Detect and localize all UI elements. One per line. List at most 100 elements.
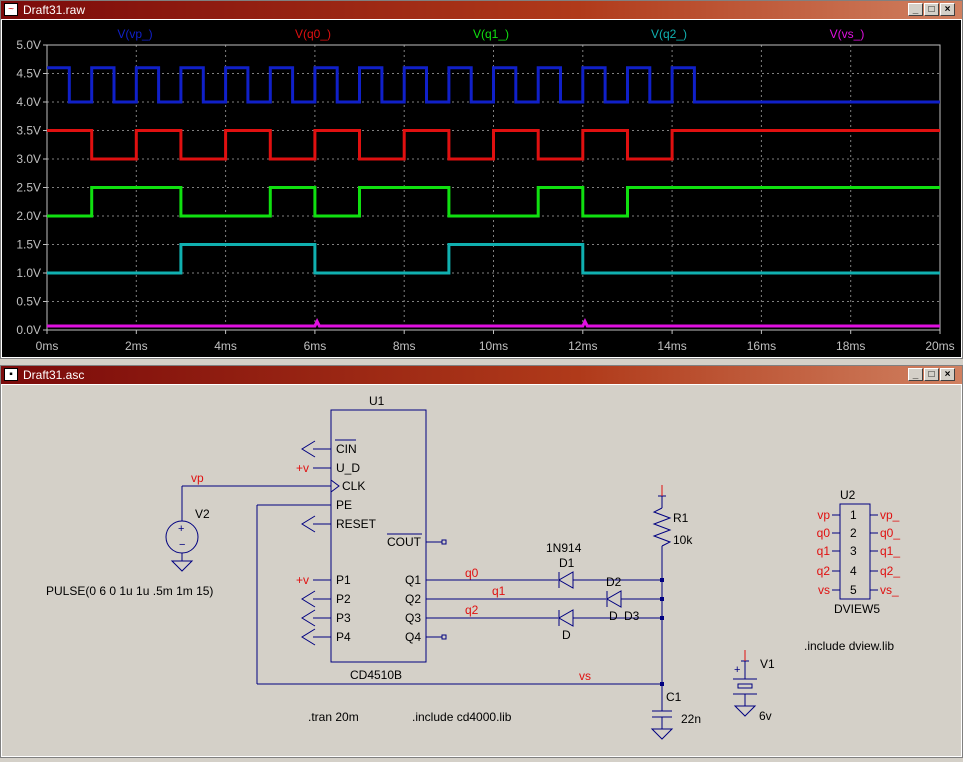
y-tick-label: 3.5V xyxy=(16,124,41,138)
trace-label[interactable]: V(vp_) xyxy=(117,27,152,41)
net-label-q1: q1 xyxy=(492,584,506,598)
u2-pin-2: 2 xyxy=(850,526,857,540)
x-tick-label: 4ms xyxy=(214,339,237,353)
schematic-window-title: Draft31.asc xyxy=(23,368,85,382)
d3-model: D xyxy=(562,628,571,642)
x-tick-label: 6ms xyxy=(304,339,327,353)
pin-p1: P1 xyxy=(336,573,351,587)
net-label-plus-v: +v xyxy=(296,461,309,475)
u2-right-q1: q1_ xyxy=(880,544,900,558)
y-tick-label: 4.0V xyxy=(16,95,41,109)
u2-pin-3: 3 xyxy=(850,544,857,558)
close-button[interactable]: × xyxy=(940,3,955,16)
u2-pin-5: 5 xyxy=(850,583,857,597)
pin-q4: Q4 xyxy=(405,630,421,644)
c1-ref: C1 xyxy=(666,690,682,704)
v1-value: 6v xyxy=(759,709,772,723)
trace-label[interactable]: V(q1_) xyxy=(473,27,509,41)
pin-p3: P3 xyxy=(336,611,351,625)
u2-pin-1: 1 xyxy=(850,508,857,522)
trace-line[interactable] xyxy=(47,129,940,161)
close-button[interactable]: × xyxy=(940,368,955,381)
pin-q3: Q3 xyxy=(405,611,421,625)
y-tick-label: 3.0V xyxy=(16,152,41,166)
y-tick-label: 0.0V xyxy=(16,323,41,337)
pin-cin: CIN xyxy=(336,442,357,456)
u2-right-vs: vs_ xyxy=(880,583,899,597)
y-tick-label: 4.5V xyxy=(16,67,41,81)
x-tick-label: 20ms xyxy=(925,339,954,353)
r1-ref: R1 xyxy=(673,511,689,525)
directive-include-cd4000[interactable]: .include cd4000.lib xyxy=(412,710,512,724)
trace-line[interactable] xyxy=(47,186,940,218)
minimize-button[interactable]: _ xyxy=(908,368,923,381)
net-label-vp: vp xyxy=(191,471,204,485)
schematic-titlebar[interactable]: ▪ Draft31.asc _ □ × xyxy=(1,366,962,384)
trace-label[interactable]: V(vs_) xyxy=(830,27,865,41)
pin-q2: Q2 xyxy=(405,592,421,606)
pin-q1: Q1 xyxy=(405,573,421,587)
v2-value: PULSE(0 6 0 1u 1u .5m 1m 15) xyxy=(46,584,213,598)
waveform-window-title: Draft31.raw xyxy=(23,3,86,17)
d1-model: 1N914 xyxy=(546,541,582,555)
u2-left-q2: q2 xyxy=(817,564,831,578)
net-label-q2: q2 xyxy=(465,603,479,617)
y-tick-label: 2.0V xyxy=(16,209,41,223)
pin-p4: P4 xyxy=(336,630,351,644)
net-label-vs: vs xyxy=(579,669,591,683)
waveform-doc-icon: ~ xyxy=(4,3,18,16)
u2-ref: U2 xyxy=(840,488,856,502)
pin-reset: RESET xyxy=(336,517,377,531)
u2-left-q1: q1 xyxy=(817,544,831,558)
x-tick-label: 2ms xyxy=(125,339,148,353)
x-tick-label: 16ms xyxy=(747,339,776,353)
maximize-button[interactable]: □ xyxy=(924,3,939,16)
d2-model: D xyxy=(609,609,618,623)
u2-left-vp: vp xyxy=(817,508,830,522)
waveform-titlebar[interactable]: ~ Draft31.raw _ □ × xyxy=(1,1,962,19)
schematic-window[interactable]: ▪ Draft31.asc _ □ × xyxy=(0,365,963,758)
u2-right-vp: vp_ xyxy=(880,508,900,522)
x-tick-label: 18ms xyxy=(836,339,865,353)
trace-label[interactable]: V(q0_) xyxy=(295,27,331,41)
pin-clk: CLK xyxy=(342,479,365,493)
x-tick-label: 12ms xyxy=(568,339,597,353)
u1-ref: U1 xyxy=(369,394,385,408)
trace-line[interactable] xyxy=(47,317,940,328)
v2-plus-icon: + xyxy=(178,523,184,535)
pin-p2: P2 xyxy=(336,592,351,606)
trace-line[interactable] xyxy=(47,66,940,104)
trace-label[interactable]: V(q2_) xyxy=(651,27,687,41)
pin-u-d: U_D xyxy=(336,461,360,475)
waveform-window[interactable]: ~ Draft31.raw _ □ × 5.0V 4.5V 4.0V 3.5V 3.0V… xyxy=(0,0,963,359)
maximize-button[interactable]: □ xyxy=(924,368,939,381)
u2-left-vs: vs xyxy=(818,583,830,597)
x-tick-label: 10ms xyxy=(479,339,508,353)
directive-tran[interactable]: .tran 20m xyxy=(308,710,359,724)
u2-right-q0: q0_ xyxy=(880,526,900,540)
net-label-q0: q0 xyxy=(465,566,479,580)
v2-minus-icon: − xyxy=(179,539,185,551)
d1-ref: D1 xyxy=(559,556,575,570)
y-tick-label: 5.0V xyxy=(16,38,41,52)
directive-include-dview[interactable]: .include dview.lib xyxy=(804,639,894,653)
waveform-plot[interactable]: 5.0V4.5V4.0V3.5V3.0V2.5V2.0V1.5V1.0V0.5V… xyxy=(2,20,961,358)
v1-ref: V1 xyxy=(760,657,775,671)
minimize-button[interactable]: _ xyxy=(908,3,923,16)
x-tick-label: 0ms xyxy=(36,339,59,353)
pin-pe: PE xyxy=(336,498,352,512)
x-tick-label: 14ms xyxy=(657,339,686,353)
v1-plus-icon: + xyxy=(734,664,740,676)
pin-cout: COUT xyxy=(387,535,422,549)
y-tick-label: 1.0V xyxy=(16,266,41,280)
u2-part: DVIEW5 xyxy=(834,602,880,616)
u1-body[interactable] xyxy=(330,409,427,663)
u2-pin-4: 4 xyxy=(850,564,857,578)
v2-ref: V2 xyxy=(195,507,210,521)
schematic-canvas[interactable]: + − + U1 CIN U_D CLK PE RESET P1 P2 P3 P… xyxy=(2,385,961,756)
trace-line[interactable] xyxy=(47,243,940,275)
r1-value: 10k xyxy=(673,533,693,547)
schematic-drawing[interactable]: + − + U1 CIN U_D CLK PE RESET P1 P2 P3 P… xyxy=(2,385,961,757)
d2-ref: D2 xyxy=(606,575,622,589)
